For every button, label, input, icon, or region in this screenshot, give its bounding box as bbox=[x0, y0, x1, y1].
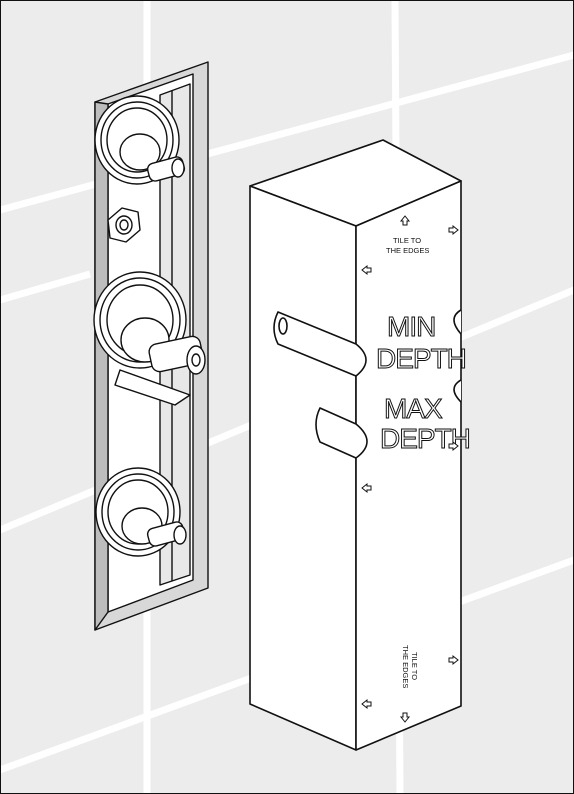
max-depth-label: MAX DEPTH bbox=[380, 393, 472, 455]
arrow-right-icon bbox=[448, 440, 459, 452]
arrow-down-icon bbox=[399, 712, 411, 723]
bottom-valve-cartridge bbox=[95, 467, 187, 557]
arrow-left-icon bbox=[361, 482, 372, 494]
top-valve-cartridge bbox=[94, 95, 186, 185]
hex-nut bbox=[107, 207, 141, 243]
arrow-left-icon bbox=[361, 264, 372, 276]
svg-text:DEPTH: DEPTH bbox=[376, 343, 466, 374]
svg-text:THE EDGES: THE EDGES bbox=[401, 645, 410, 688]
valve-recess bbox=[93, 61, 209, 631]
svg-text:THE EDGES: THE EDGES bbox=[386, 246, 429, 255]
arrow-left-icon bbox=[361, 698, 372, 710]
svg-text:DEPTH: DEPTH bbox=[380, 423, 470, 454]
svg-text:MIN: MIN bbox=[387, 311, 435, 342]
tile-to-edges-bottom-label: TILE TO THE EDGES bbox=[401, 645, 419, 688]
arrow-right-icon bbox=[448, 654, 459, 666]
svg-text:TILE TO: TILE TO bbox=[393, 236, 421, 245]
arrow-up-icon bbox=[399, 215, 411, 226]
svg-text:MAX: MAX bbox=[384, 393, 443, 424]
arrow-right-icon bbox=[448, 224, 459, 236]
tile-to-edges-top-label: TILE TO THE EDGES bbox=[386, 236, 429, 255]
depth-gauge-block bbox=[249, 139, 462, 751]
min-depth-label: MIN DEPTH bbox=[376, 311, 468, 375]
svg-text:TILE TO: TILE TO bbox=[410, 652, 419, 680]
middle-valve-cartridge bbox=[93, 271, 206, 406]
